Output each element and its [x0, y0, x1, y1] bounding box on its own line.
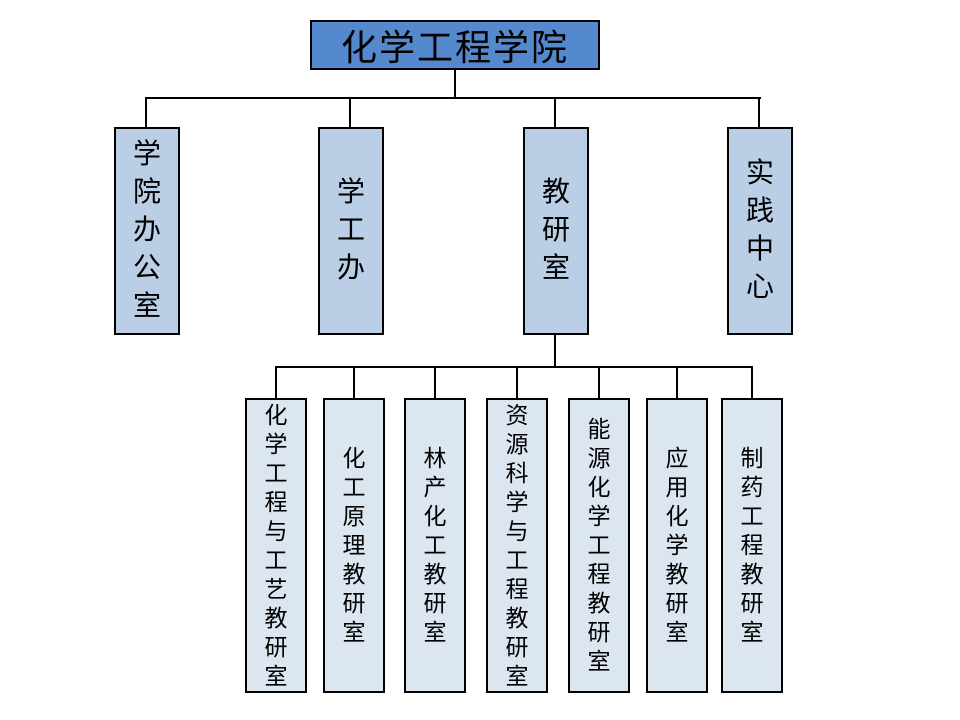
node-resource-science-label: 资源科学与工程教研室 — [505, 402, 529, 689]
node-student-affairs-office-label: 学工办 — [336, 177, 365, 284]
node-pharma-eng-label: 制药工程教研室 — [740, 446, 764, 645]
connector-drop-pharma-eng — [751, 367, 753, 398]
connector-drop-practice-center — [758, 98, 760, 127]
node-applied-chem-label: 应用化学教研室 — [665, 446, 689, 645]
node-college-office-label: 学院办公室 — [132, 139, 161, 322]
node-college-office: 学院办公室 — [114, 127, 180, 335]
node-practice-center: 实践中心 — [727, 127, 793, 335]
node-energy-chem-eng-teaching-office: 能源化学工程教研室 — [568, 398, 630, 693]
node-resource-science-teaching-office: 资源科学与工程教研室 — [486, 398, 548, 693]
connector-drop-applied-chem — [676, 367, 678, 398]
connector-drop-chem-eng-tech — [275, 367, 277, 398]
node-practice-center-label: 实践中心 — [745, 158, 774, 303]
connector-drop-forest-products — [434, 367, 436, 398]
node-teaching-research-office: 教研室 — [523, 127, 589, 335]
node-energy-chem-eng-label: 能源化学工程教研室 — [587, 417, 611, 674]
connector-drop-chem-eng-principles — [353, 367, 355, 398]
node-student-affairs-office: 学工办 — [318, 127, 384, 335]
node-chemical-engineering-school: 化学工程学院 — [310, 20, 600, 70]
connector-drop-student-affairs-office — [349, 98, 351, 127]
node-teaching-research-office-label: 教研室 — [541, 177, 570, 284]
connector-level2-bus — [145, 97, 761, 99]
connector-drop-college-office — [145, 98, 147, 127]
node-chem-eng-tech-label: 化学工程与工艺教研室 — [264, 402, 288, 689]
node-chem-eng-principles-teaching-office: 化工原理教研室 — [323, 398, 385, 693]
node-applied-chem-teaching-office: 应用化学教研室 — [646, 398, 708, 693]
connector-root-stem — [454, 70, 456, 98]
node-chem-eng-tech-teaching-office: 化学工程与工艺教研室 — [245, 398, 307, 693]
connector-drop-teaching-research-office — [554, 98, 556, 127]
node-pharma-eng-teaching-office: 制药工程教研室 — [721, 398, 783, 693]
node-chem-eng-principles-label: 化工原理教研室 — [342, 446, 366, 645]
connector-teaching-research-stem — [554, 335, 556, 367]
node-forest-products-teaching-office: 林产化工教研室 — [404, 398, 466, 693]
node-forest-products-label: 林产化工教研室 — [423, 446, 447, 645]
root-node-label: 化学工程学院 — [340, 28, 569, 68]
connector-drop-energy-chem-eng — [598, 367, 600, 398]
connector-level3-bus — [275, 366, 753, 368]
connector-drop-resource-science — [516, 367, 518, 398]
